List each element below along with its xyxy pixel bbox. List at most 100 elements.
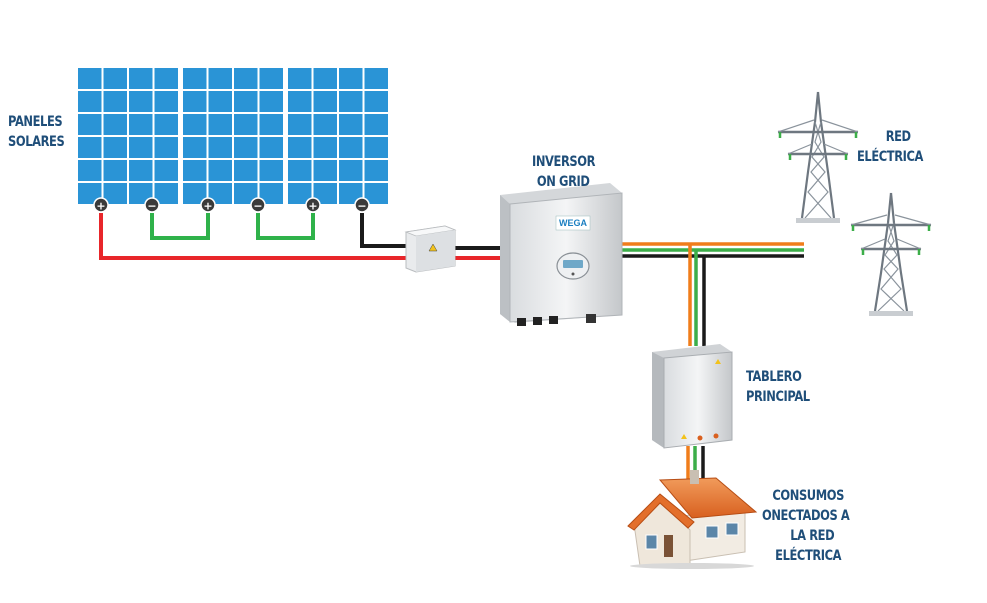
label-line: CONSUMOS [772,488,844,504]
solar-cell [288,68,312,89]
solar-cell [234,68,258,89]
solar-cell [364,183,388,204]
solar-cell [129,137,153,158]
solar-cell [208,68,232,89]
solar-cell [183,91,207,112]
panel-terminal [200,197,216,213]
negative-wire [360,213,408,248]
solar-cell [339,114,363,135]
solar-cell [313,183,337,204]
solar-cell [154,114,178,135]
transmission-tower-1 [777,91,859,223]
warning-icon [681,434,687,439]
solar-cell [259,137,283,158]
inverter: WEGA [500,183,623,326]
label-consumos: CONSUMOS ONECTADOS A LA RED ELÉCTRICA [762,486,850,566]
solar-cell [259,91,283,112]
solar-cell [208,137,232,158]
solar-cell [288,91,312,112]
solar-cell [183,137,207,158]
terminal-symbol: + [96,200,105,213]
junction-box [404,225,457,273]
solar-cell [208,183,232,204]
solar-cell [313,91,337,112]
terminal-symbol: − [357,200,366,213]
solar-cell [364,114,388,135]
solar-cell [288,160,312,181]
solar-cell [183,183,207,204]
inverter-logo [555,215,591,231]
solar-cell [313,68,337,89]
solar-cell [208,91,232,112]
inverter-brand: WEGA [559,218,587,228]
label-line: ONECTADOS A [762,508,850,524]
solar-cell [234,137,258,158]
solar-panel-2 [183,68,283,204]
label-line: PANELES [8,114,63,130]
solar-cell [103,68,127,89]
solar-cell [313,160,337,181]
label-line: ELÉCTRICA [857,149,923,165]
solar-panels [78,68,388,204]
solar-cell [339,68,363,89]
solar-cell [339,183,363,204]
solar-cell [259,114,283,135]
solar-panel-1 [78,68,178,204]
solar-cell [259,68,283,89]
terminal-symbol: + [203,200,212,213]
solar-cell [78,91,102,112]
panel-terminal [354,197,370,213]
solar-cell [339,137,363,158]
solar-cell [129,114,153,135]
label-line: INVERSOR [532,154,596,170]
panel-bridge-wire-2 [256,213,315,240]
solar-cell [339,160,363,181]
solar-cell [313,137,337,158]
solar-cell [103,183,127,204]
panel-terminal [144,197,160,213]
solar-cell [154,68,178,89]
solar-cell [103,137,127,158]
terminal-symbol: − [147,200,156,213]
label-line: LA RED [790,528,835,544]
solar-cell [103,91,127,112]
label-paneles-solares: PANELES SOLARES [8,112,65,152]
solar-cell [129,160,153,181]
warning-icon [715,359,721,364]
label-tablero-principal: TABLERO PRINCIPAL [746,367,810,407]
solar-cell [183,114,207,135]
panel-bridge-wire-1 [150,213,210,240]
panel-terminal [93,197,109,213]
solar-cell [154,91,178,112]
solar-cell [364,137,388,158]
label-line: SOLARES [8,134,65,150]
terminal-symbol: + [308,200,317,213]
warning-icon [428,243,438,252]
label-inversor: INVERSOR ON GRID [532,152,595,192]
solar-cell [103,160,127,181]
label-line: ELÉCTRICA [775,548,842,564]
solar-cell [234,91,258,112]
solar-cell [78,183,102,204]
solar-cell [78,137,102,158]
solar-cell [259,160,283,181]
label-red-electrica: RED ELÉCTRICA [857,127,923,167]
solar-cell [154,183,178,204]
solar-cell [183,160,207,181]
solar-cell [288,137,312,158]
solar-cell [78,68,102,89]
solar-cell [154,137,178,158]
solar-cell [154,160,178,181]
solar-cell [103,114,127,135]
solar-cell [288,183,312,204]
solar-cell [288,114,312,135]
positive-wire [99,213,408,260]
label-line: TABLERO [746,369,802,385]
label-line: ON GRID [536,174,590,190]
solar-cell [364,68,388,89]
panel-terminal [305,197,321,213]
solar-cell [234,183,258,204]
distribution-board [652,344,733,449]
solar-cell [364,160,388,181]
